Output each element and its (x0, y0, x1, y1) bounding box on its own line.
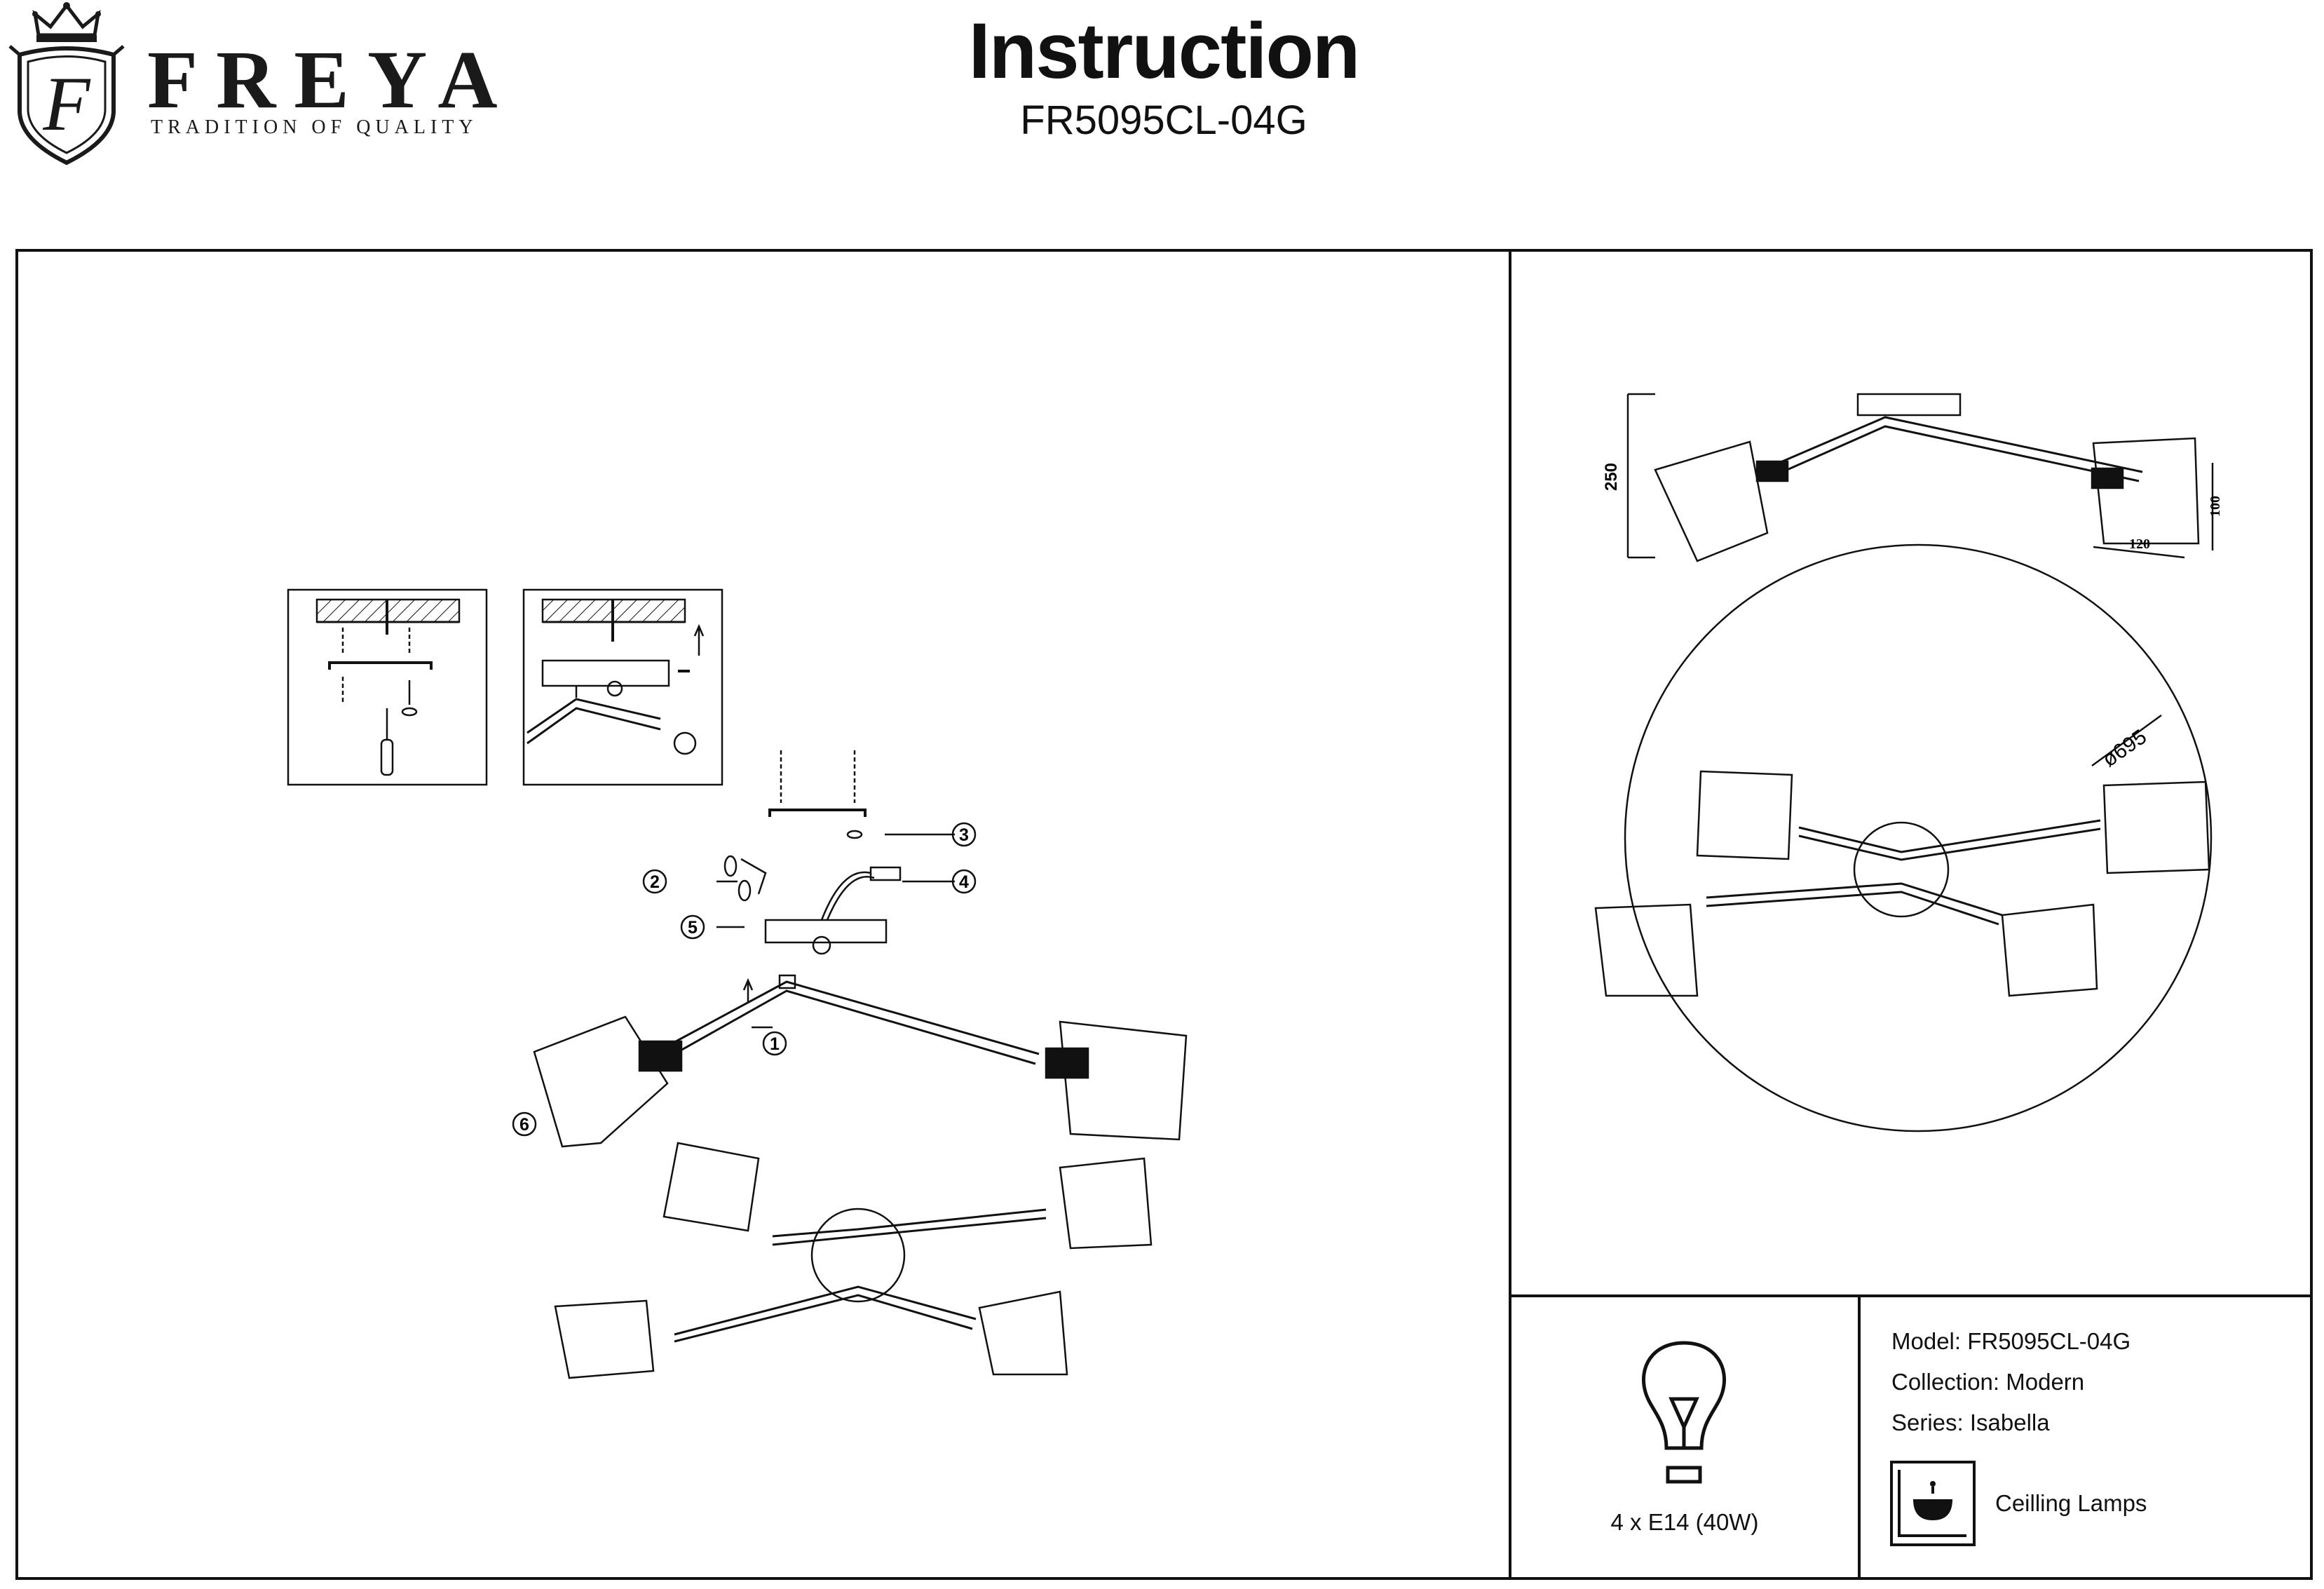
callout-4: 4 (951, 869, 977, 894)
bulb-spec: 4 x E14 (40W) (1610, 1509, 1759, 1535)
svg-text:2: 2 (650, 872, 660, 892)
svg-text:1: 1 (770, 1034, 780, 1054)
svg-text:F: F (42, 61, 91, 147)
callout-6: 6 (512, 1111, 537, 1137)
shade-height-dimension: 100 (2208, 496, 2223, 517)
light-bulb-icon (1641, 1341, 1727, 1484)
category-label: Ceilling Lamps (1995, 1490, 2147, 1516)
series-spec: Series: Isabella (1891, 1409, 2050, 1435)
frame-divider-horizontal (1509, 1294, 2313, 1297)
detail-canopy-screw (522, 588, 723, 786)
svg-text:6: 6 (519, 1115, 529, 1135)
spec-divider (1858, 1294, 1861, 1580)
collection-spec: Collection: Modern (1891, 1369, 2085, 1395)
top-view (1594, 543, 2213, 1132)
brand-name: FREYA (147, 34, 516, 126)
arm-assembly (533, 974, 1188, 1148)
callout-5: 5 (680, 914, 705, 940)
callout-1: 1 (762, 1031, 787, 1056)
crest-logo-icon: F (8, 2, 125, 165)
assembled-fixture (554, 1142, 1153, 1379)
page-title: Instruction (968, 7, 1361, 95)
exploded-view (716, 750, 955, 1029)
callout-3: 3 (951, 822, 977, 847)
model-code: FR5095CL-04G (1020, 97, 1307, 143)
dimension-diagram: 250 100 120 ø695 (1594, 393, 2223, 1132)
svg-text:4: 4 (959, 872, 969, 892)
height-dimension: 250 (1602, 463, 1621, 491)
shade-width-dimension: 120 (2129, 536, 2150, 552)
ceiling-lamp-icon (1890, 1461, 1976, 1546)
callout-markers: 1 2 3 4 5 6 (512, 822, 977, 1137)
assembly-diagram: 1 2 3 4 5 6 (287, 588, 1188, 1379)
detail-mounting-bracket (287, 588, 488, 786)
frame-divider-vertical (1509, 249, 1511, 1580)
brand-tagline: TRADITION OF QUALITY (151, 116, 478, 138)
content-frame (15, 249, 2313, 1580)
callout-2: 2 (642, 869, 667, 894)
svg-text:5: 5 (688, 918, 698, 938)
svg-text:3: 3 (959, 825, 969, 845)
side-view (1626, 393, 2214, 562)
diameter-dimension: ø695 (2098, 725, 2151, 771)
model-spec: Model: FR5095CL-04G (1891, 1328, 2131, 1354)
brand-logo: F FREYA TRADITION OF QUALITY (7, 0, 512, 168)
